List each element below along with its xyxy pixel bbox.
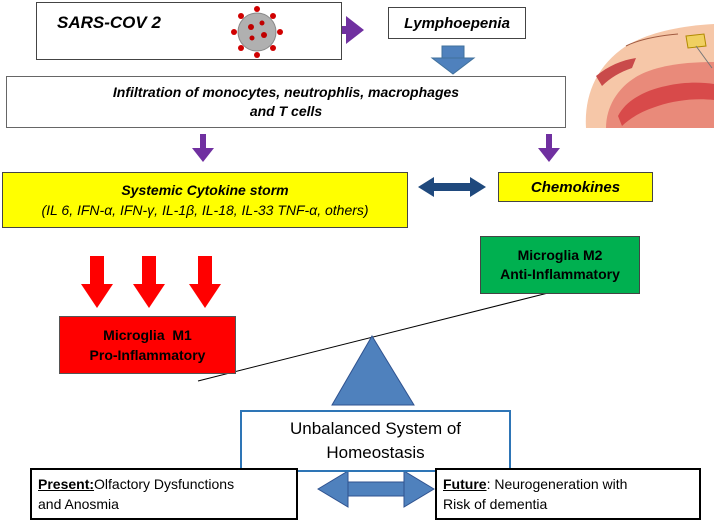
future-line2: Risk of dementia: [443, 496, 548, 512]
m1-line1: Microglia M1: [103, 327, 192, 343]
chemokines-box: Chemokines: [498, 172, 653, 202]
present-line2: and Anosmia: [38, 496, 119, 512]
future-line1: : Neurogeneration with: [486, 476, 628, 492]
red-arrow-3: [189, 256, 221, 308]
infiltration-box: Infiltration of monocytes, neutrophlis, …: [6, 76, 566, 128]
fulcrum-triangle: [331, 335, 415, 406]
cytokine-title: Systemic Cytokine storm: [121, 182, 289, 198]
present-box: Present:Olfactory Dysfunctions and Anosm…: [30, 468, 298, 520]
purple-arrow-down-left: [192, 134, 214, 162]
sars-cov2-box: SARS-COV 2: [36, 2, 342, 60]
future-box: Future: Neurogeneration with Risk of dem…: [435, 468, 701, 520]
present-line1: Olfactory Dysfunctions: [94, 476, 235, 492]
infiltration-line1: Infiltration of monocytes, neutrophlis, …: [112, 84, 460, 100]
purple-arrow-down-right: [538, 134, 560, 162]
infiltration-line2: and T cells: [249, 103, 323, 119]
future-label: Future: [443, 476, 487, 492]
double-arrow-bottom: [317, 470, 435, 508]
unbalanced-homeostasis-box: Unbalanced System of Homeostasis: [240, 410, 511, 472]
microglia-m1-box: Microglia M1 Pro-Inflammatory: [59, 316, 236, 374]
unbalanced-line2: Homeostasis: [326, 443, 425, 462]
present-label: Present:: [38, 476, 95, 492]
red-arrow-1: [81, 256, 113, 308]
m2-line2: Anti-Inflammatory: [500, 266, 620, 282]
virus-icon: [231, 6, 283, 58]
m1-line2: Pro-Inflammatory: [89, 347, 206, 363]
m2-line1: Microglia M2: [517, 247, 603, 263]
chemokines-label: Chemokines: [530, 178, 621, 196]
microglia-m2-box: Microglia M2 Anti-Inflammatory: [480, 236, 640, 294]
nasal-anatomy-image: [566, 16, 714, 128]
lymphopenia-label: Lymphoepenia: [404, 14, 510, 32]
unbalanced-line1: Unbalanced System of: [289, 419, 462, 438]
balance-beam: [197, 291, 553, 382]
cytokine-list: (IL 6, IFN-α, IFN-γ, IL-1β, IL-18, IL-33…: [41, 202, 369, 218]
red-arrow-2: [133, 256, 165, 308]
sars-label: SARS-COV 2: [57, 13, 161, 32]
lymphopenia-box: Lymphoepenia: [388, 7, 526, 39]
blue-down-arrow: [430, 45, 476, 75]
double-arrow-horizontal: [418, 177, 486, 197]
cytokine-storm-box: Systemic Cytokine storm (IL 6, IFN-α, IF…: [2, 172, 408, 228]
